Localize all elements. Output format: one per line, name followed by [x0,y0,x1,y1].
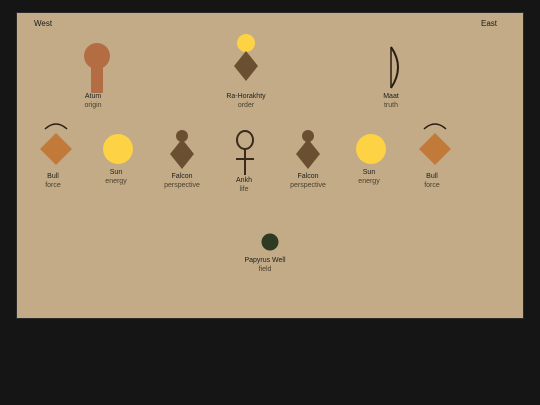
glyph-role: energy [105,178,127,185]
glyph-name: Falcon [171,173,193,180]
falcon-icon[interactable] [295,129,321,171]
glyph-role: order [237,102,255,109]
ankh-icon[interactable] [233,129,257,177]
glyph-name: Sun [109,169,123,176]
glyph-name: Papyrus Well [244,257,286,264]
west-label: West [34,19,53,28]
glyph-role: life [239,186,249,193]
glyph-name: Atum [84,93,102,100]
bull-icon[interactable] [37,119,75,167]
glyph-role: energy [358,178,380,185]
bull-icon[interactable] [416,119,454,167]
atum-label: Atum origin [48,92,138,110]
sun-label: Sun energy [71,168,161,186]
glyph-role: truth [383,102,398,109]
falcon-label: Falcon perspective [137,172,227,190]
ra-horakhty-icon[interactable] [231,33,261,83]
papyrus-well-icon[interactable] [261,233,279,251]
sun-disc-icon[interactable] [355,133,387,165]
glyph-role: force [45,182,61,189]
falcon-icon[interactable] [169,129,195,171]
maat-feather-icon[interactable] [385,45,405,91]
glyph-name: Falcon [297,173,319,180]
sun-disc-icon[interactable] [102,133,134,165]
glyph-name: Maat [383,93,399,100]
ankh-label: Ankh life [199,176,289,194]
glyph-role: origin [84,102,102,109]
glyph-role: field [258,266,272,273]
glyph-name: Ankh [236,177,252,184]
ra-horakhty-label: Ra-Horakhty order [201,92,291,110]
bull-label: Bull force [387,172,477,190]
sun-label: Sun energy [324,168,414,186]
falcon-label: Falcon perspective [263,172,353,190]
glyph-name: Sun [362,169,376,176]
atum-figure-icon[interactable] [81,41,113,97]
glyph-role: perspective [164,182,200,189]
glyph-name: Ra-Horakhty [226,93,266,100]
glyph-name: Bull [426,173,438,180]
maat-label: Maat truth [346,92,436,110]
glyph-board: West East Atum origin Ra-Horakhty order … [16,12,524,319]
glyph-name: Bull [47,173,59,180]
glyph-role: perspective [290,182,326,189]
glyph-role: force [424,182,440,189]
east-label: East [481,19,498,28]
bull-label: Bull force [8,172,98,190]
papyrus-well-label: Papyrus Well field [220,256,310,274]
